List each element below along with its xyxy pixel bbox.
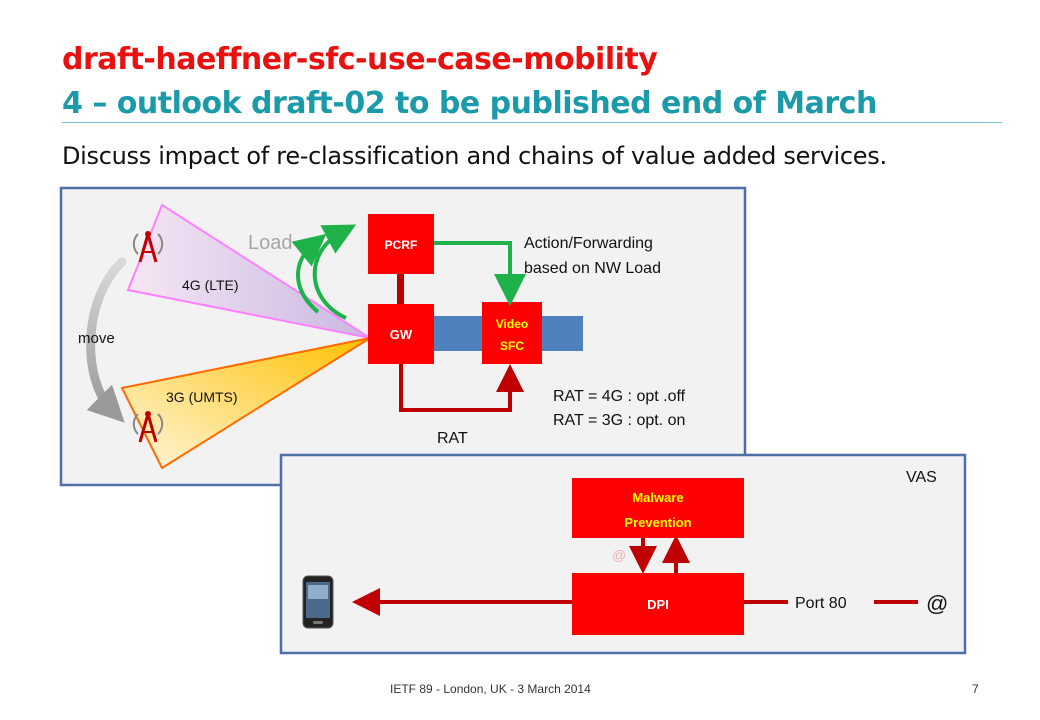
rat-arrow — [399, 364, 524, 412]
antenna-tower-icon — [132, 411, 164, 443]
dpi-box — [572, 573, 744, 635]
pcrf-label: PCRF — [385, 238, 418, 252]
umts-label: 3G (UMTS) — [166, 389, 238, 405]
video-sfc-label-line2: SFC — [500, 339, 524, 353]
load-arrow-inner — [291, 233, 327, 314]
antenna-tower-icon — [132, 231, 164, 263]
pcrf-to-sfc-arrow — [434, 241, 526, 306]
rat-rule-3g: RAT = 3G : opt. on — [553, 412, 685, 429]
slide-title: draft-haeffner-sfc-use-case-mobility — [62, 42, 658, 77]
malware-label-line2: Prevention — [624, 515, 691, 530]
title-divider — [62, 122, 1002, 123]
page-number: 7 — [972, 682, 979, 696]
load-arrow-outer — [312, 224, 357, 320]
dpi-label: DPI — [647, 597, 669, 612]
lte-label: 4G (LTE) — [182, 277, 239, 293]
vas-label: VAS — [906, 469, 937, 486]
bullet-text: Discuss impact of re-classification and … — [62, 142, 887, 170]
video-sfc-label-line1: Video — [496, 317, 528, 331]
rat-rule-4g: RAT = 4G : opt .off — [553, 388, 686, 405]
gw-label: GW — [390, 327, 413, 342]
gw-box — [368, 304, 434, 364]
move-arrow — [86, 257, 127, 423]
smartphone-icon — [302, 575, 334, 629]
footer-text: IETF 89 - London, UK - 3 March 2014 — [390, 682, 591, 696]
move-label: move — [78, 330, 115, 347]
slide-subtitle-heading: 4 – outlook draft-02 to be published end… — [62, 86, 877, 121]
at-small-symbol: @ — [612, 547, 626, 563]
malware-label-line1: Malware — [632, 490, 683, 505]
video-sfc-box — [482, 302, 542, 364]
pcrf-gw-link — [397, 274, 404, 304]
umts-coverage-cone — [120, 337, 371, 470]
load-label: Load — [248, 232, 293, 254]
pcrf-box — [368, 214, 434, 274]
port-80-label: Port 80 — [795, 595, 847, 612]
at-symbol: @ — [926, 591, 948, 616]
action-label-line1: Action/Forwarding — [524, 235, 653, 252]
rat-label: RAT — [437, 430, 468, 447]
malware-prevention-box — [572, 478, 744, 538]
action-label-line2: based on NW Load — [524, 260, 661, 277]
